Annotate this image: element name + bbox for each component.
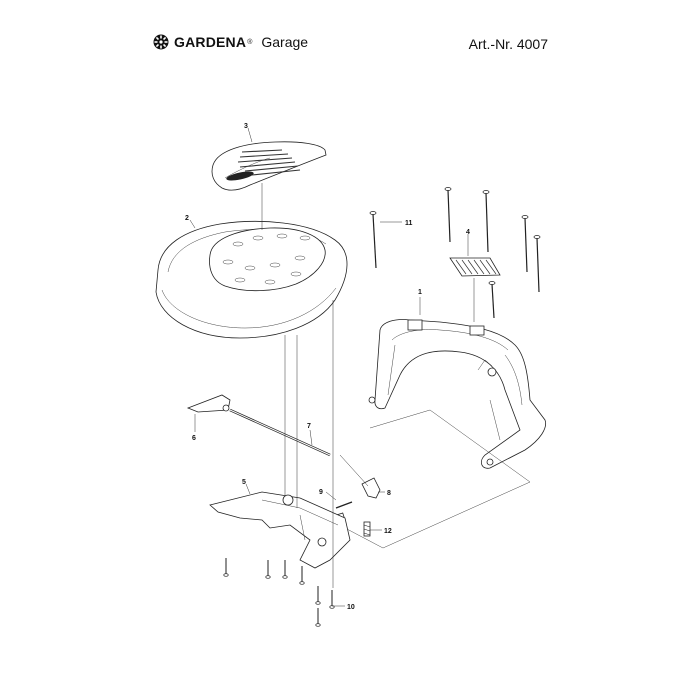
label-part-4: 4: [466, 229, 470, 236]
label-part-12: 12: [384, 528, 392, 535]
label-part-10: 10: [347, 604, 355, 611]
gardena-gear-logo-icon: [153, 34, 169, 50]
article-number: Art.-Nr. 4007: [468, 36, 548, 52]
label-part-2: 2: [185, 215, 189, 222]
brand-registered-mark: ®: [247, 38, 253, 46]
brand-name: GARDENA: [174, 34, 247, 50]
label-part-8: 8: [387, 490, 391, 497]
cover-plate-part: [211, 141, 327, 191]
garage-frame-part: [368, 319, 547, 469]
label-part-5: 5: [242, 479, 246, 486]
spring-part: [363, 521, 371, 537]
label-part-6: 6: [192, 435, 196, 442]
label-part-11: 11: [405, 220, 413, 227]
label-part-3: 3: [244, 123, 248, 130]
product-name: Garage: [261, 34, 309, 50]
bracket-part: [209, 491, 351, 569]
roof-part: [155, 221, 348, 339]
ground-peg-set: [372, 189, 540, 319]
label-part-7: 7: [307, 423, 311, 430]
label-part-1: 1: [418, 289, 422, 296]
rod-part: [229, 408, 331, 457]
clip-part-6: [186, 394, 231, 413]
clip-part-8: [361, 477, 381, 499]
vent-grill-part: [449, 257, 501, 277]
label-part-9: 9: [319, 489, 323, 496]
bottom-screw-set: [225, 558, 333, 624]
brand-logo: GARDENA® Garage: [153, 34, 308, 50]
